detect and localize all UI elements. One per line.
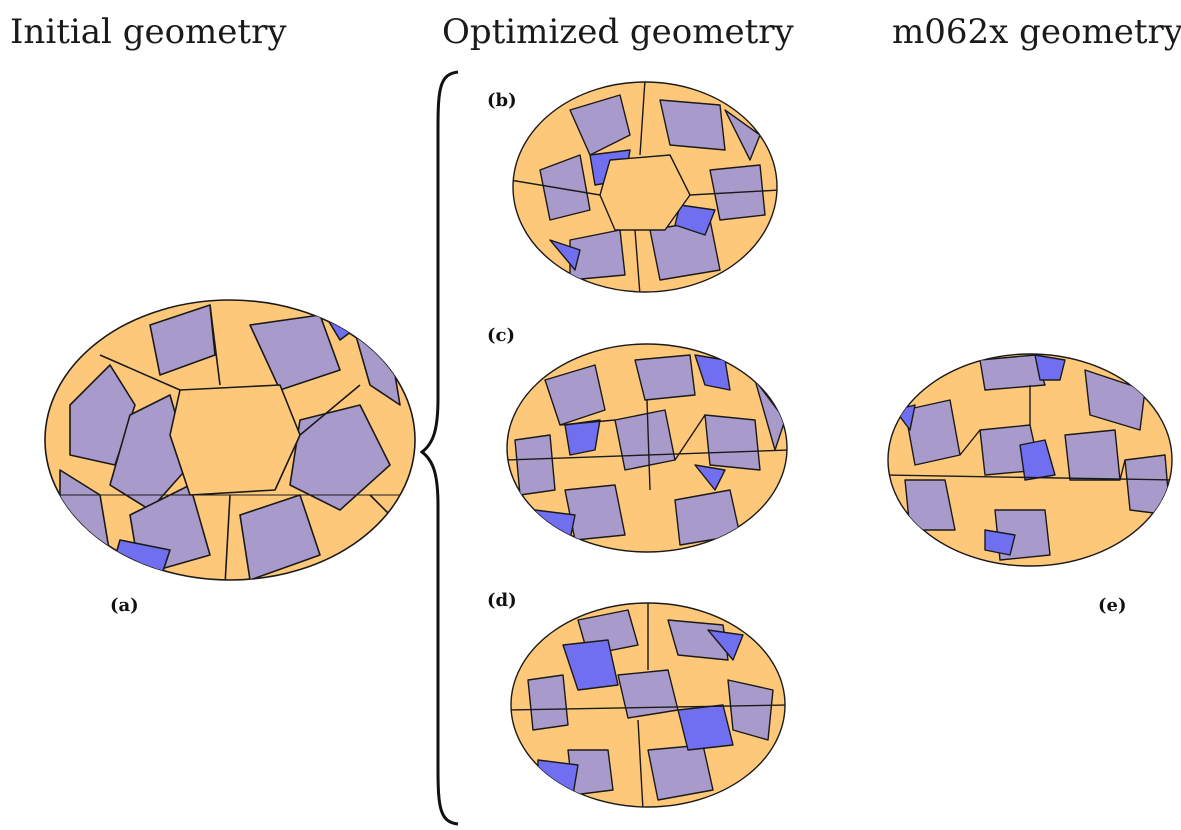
panel-label-c: (c) [487,325,515,346]
left-brace-icon [420,70,459,826]
molecule-c [506,343,788,553]
panel-label-a: (a) [110,595,139,616]
molecule-e [887,353,1173,567]
molecule-d [510,602,786,808]
title-initial-geometry: Initial geometry [10,12,287,52]
panel-label-d: (d) [487,590,517,611]
panel-label-e: (e) [1098,595,1127,616]
molecule-b [512,81,778,293]
panel-label-b: (b) [487,90,517,111]
title-optimized-geometry: Optimized geometry [442,12,794,52]
title-m062x-geometry: m062x geometry [892,12,1181,52]
molecule-a [44,299,416,581]
